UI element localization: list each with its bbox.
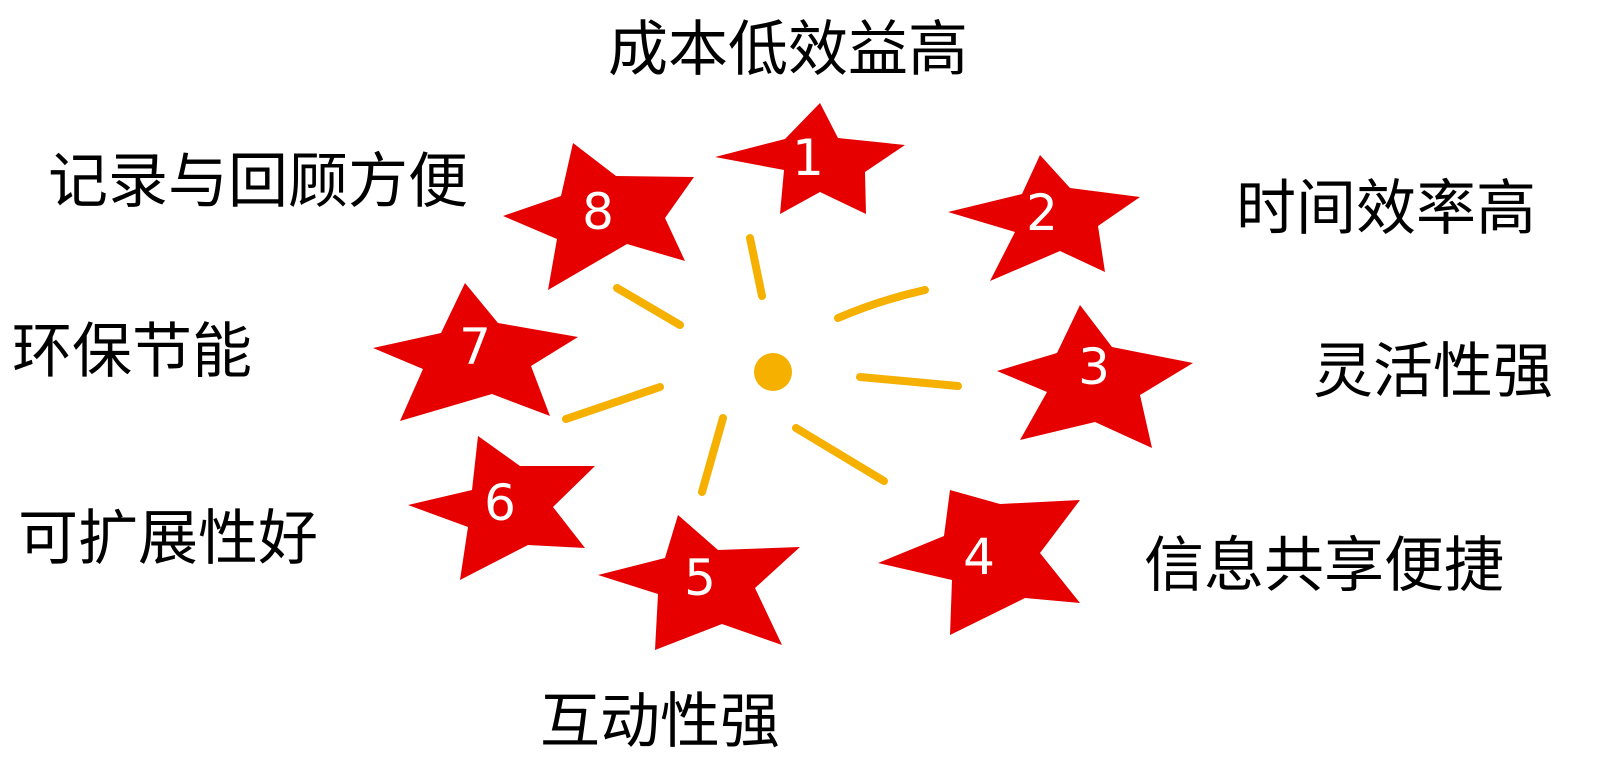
star-number-1: 1 xyxy=(792,129,824,187)
ray-2 xyxy=(834,286,929,322)
ray-6 xyxy=(562,383,664,423)
star-number-3: 3 xyxy=(1078,338,1110,396)
label-8: 记录与回顾方便 xyxy=(48,147,468,217)
star-number-8: 8 xyxy=(582,183,614,241)
star-number-4: 4 xyxy=(963,528,995,586)
star-number-6: 6 xyxy=(484,474,516,532)
label-3: 灵活性强 xyxy=(1313,337,1553,407)
ray-3 xyxy=(856,373,962,390)
star-number-2: 2 xyxy=(1026,184,1058,242)
star-4 xyxy=(878,490,1080,635)
label-2: 时间效率高 xyxy=(1236,174,1536,244)
star-number-7: 7 xyxy=(459,318,491,376)
label-1: 成本低效益高 xyxy=(608,15,968,85)
star-8 xyxy=(503,143,694,290)
ray-7 xyxy=(613,284,684,329)
star-3 xyxy=(997,305,1193,448)
star-2 xyxy=(948,155,1140,281)
label-6: 可扩展性好 xyxy=(18,504,318,574)
star-5 xyxy=(598,515,800,650)
ray-4 xyxy=(792,424,888,485)
label-7: 环保节能 xyxy=(12,317,252,387)
label-4: 信息共享便捷 xyxy=(1144,531,1504,601)
star-1 xyxy=(715,103,905,214)
star-7 xyxy=(373,283,578,421)
center-dot xyxy=(754,353,792,391)
ray-5 xyxy=(698,414,727,496)
star-number-5: 5 xyxy=(684,549,716,607)
star-6 xyxy=(408,436,595,580)
ray-1 xyxy=(746,234,766,300)
label-5: 互动性强 xyxy=(540,687,780,757)
